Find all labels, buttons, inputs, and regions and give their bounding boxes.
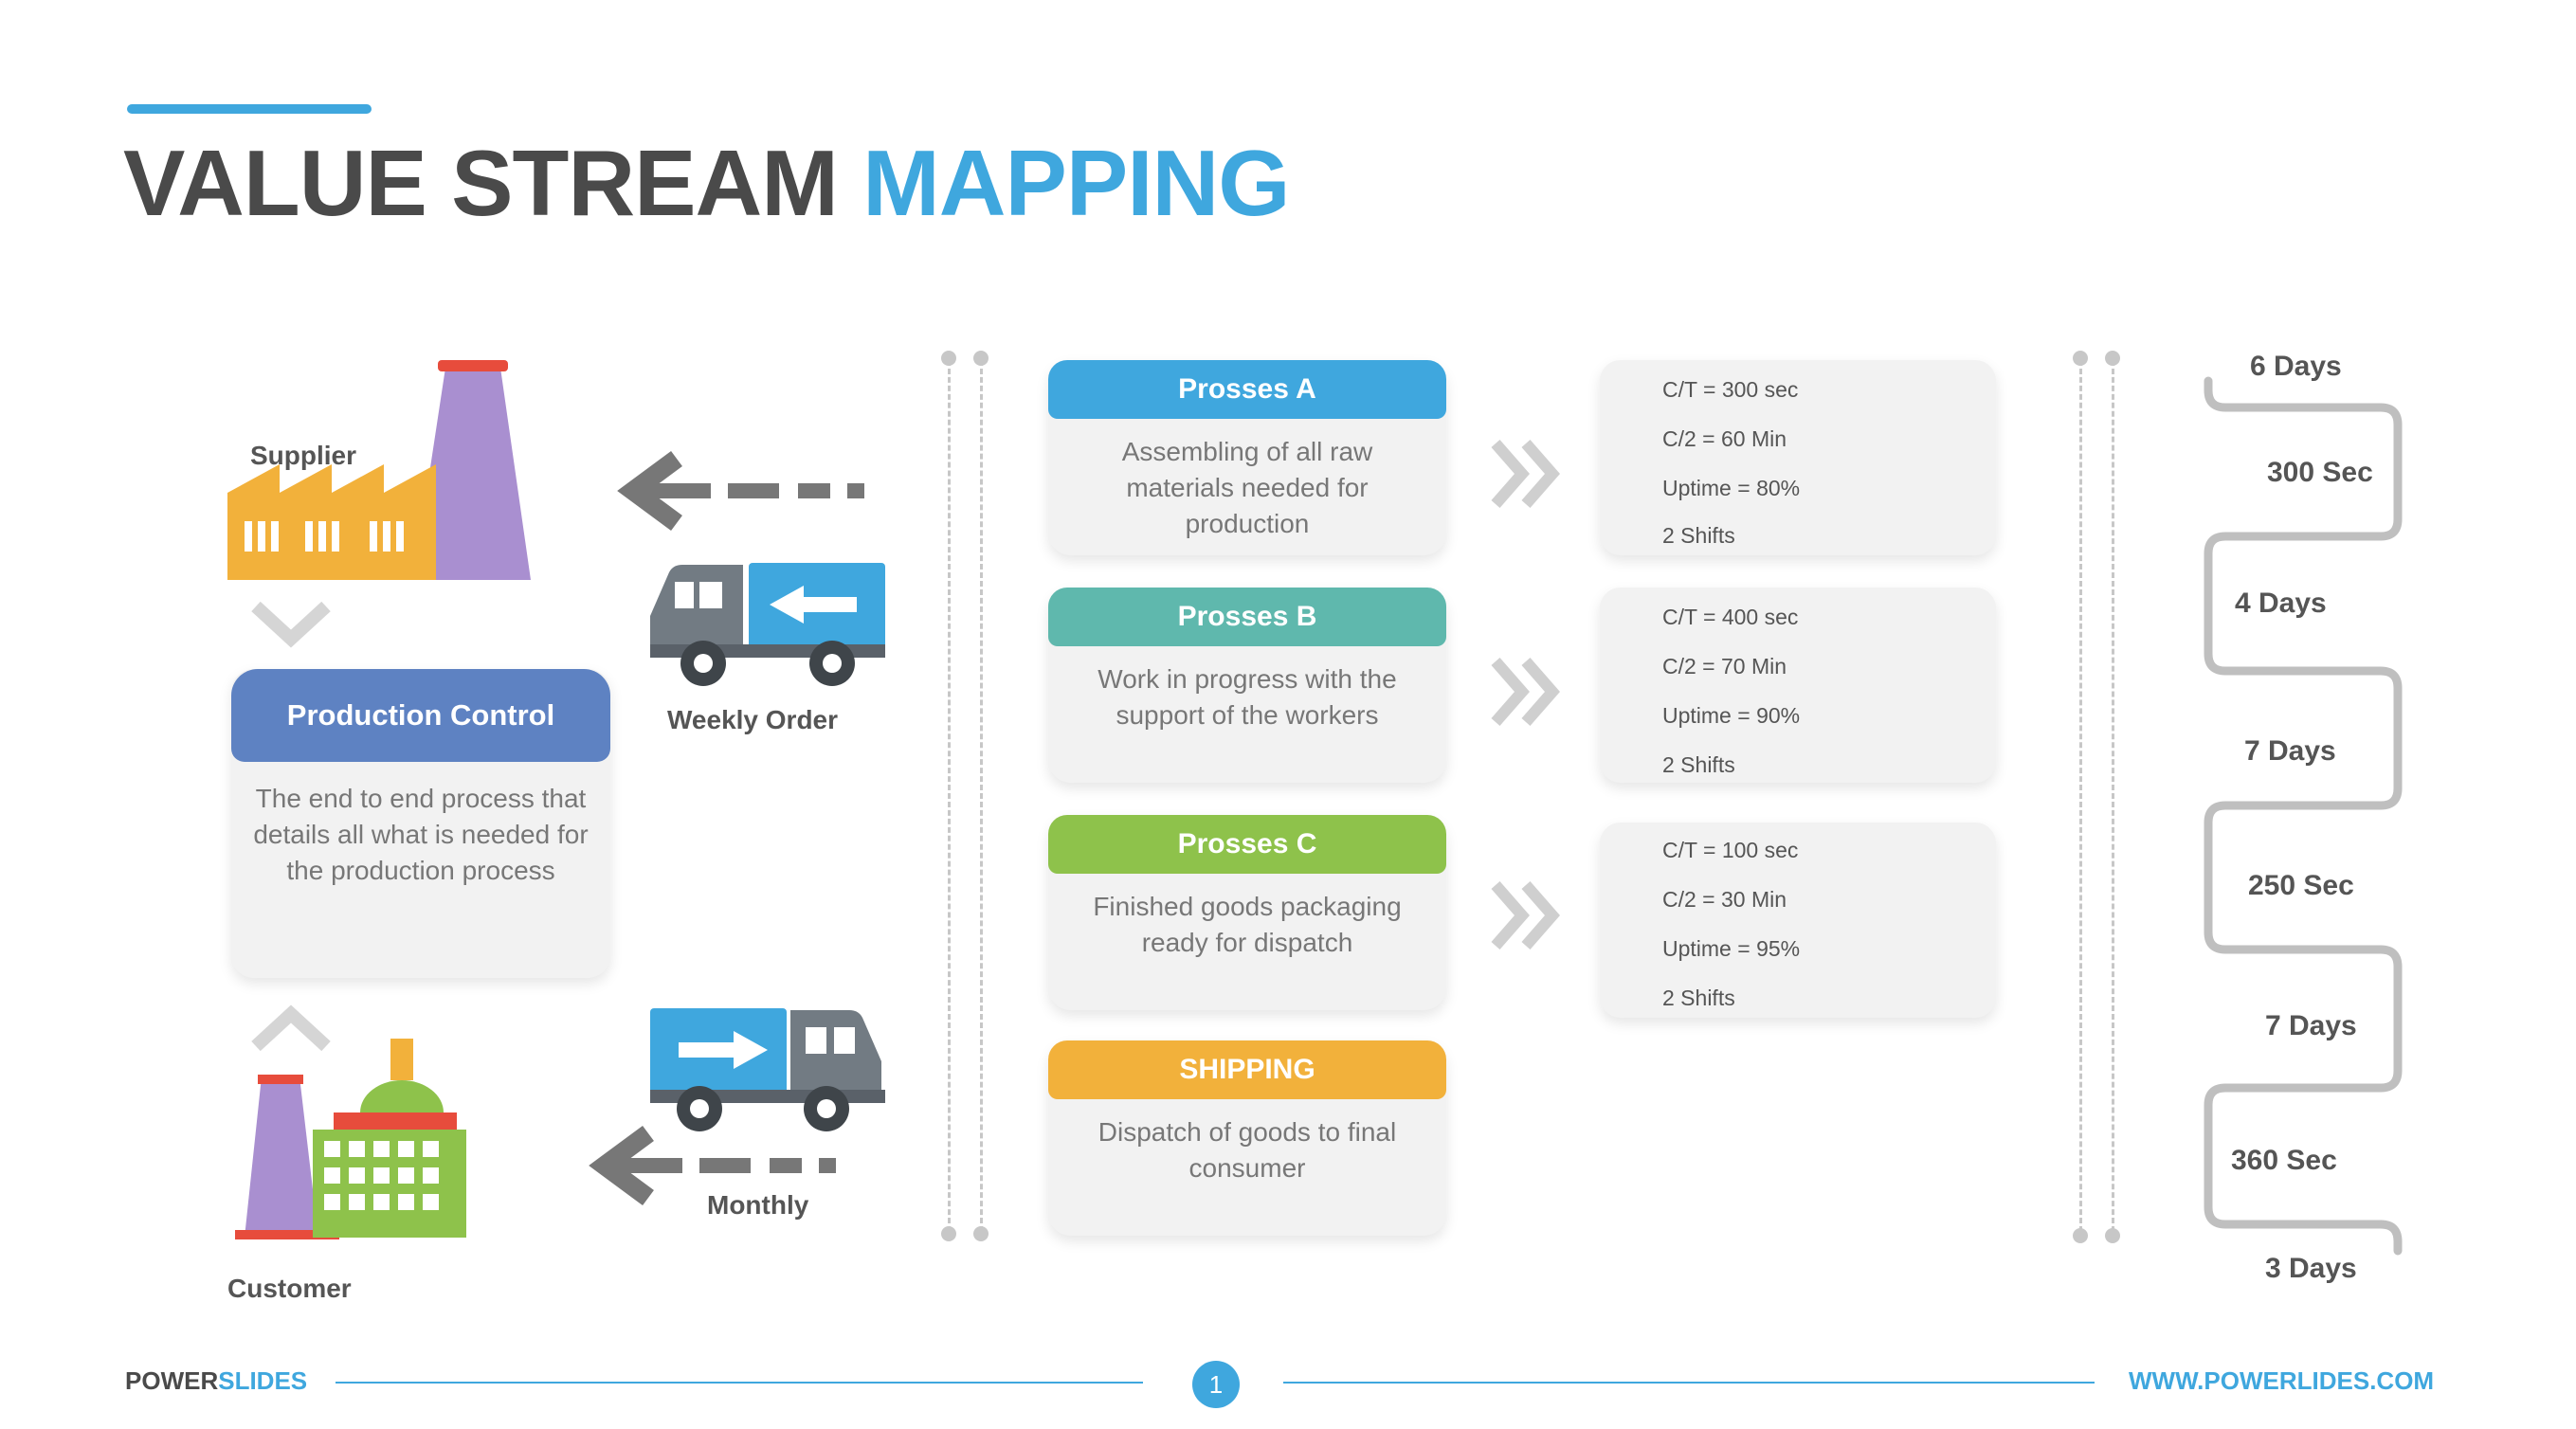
footer-url[interactable]: WWW.POWERLIDES.COM	[2129, 1366, 2435, 1395]
metrics-card: C/T = 400 sec C/2 = 70 Min Uptime = 90% …	[1600, 588, 1996, 783]
metric-cycle-time: C/T = 400 sec	[1662, 605, 1799, 629]
divider-dot	[973, 351, 989, 366]
process-card: Prosses A Assembling of all raw material…	[1048, 360, 1446, 555]
weekly-order-label: Weekly Order	[667, 705, 839, 734]
process-card: Prosses C Finished goods packaging ready…	[1048, 815, 1446, 1010]
divider-dot	[2073, 351, 2088, 366]
process-card: SHIPPING Dispatch of goods to final cons…	[1048, 1040, 1446, 1236]
delivery-truck-icon	[650, 563, 885, 686]
divider-dot	[2073, 1228, 2088, 1243]
timeline-lead-time: 3 Days	[2265, 1253, 2357, 1284]
metric-changeover: C/2 = 30 Min	[1662, 887, 1787, 912]
divider-dot	[2105, 351, 2120, 366]
customer-factory-icon	[235, 1039, 466, 1239]
process-text: Work in progress with the support of the…	[1098, 664, 1397, 730]
metric-changeover: C/2 = 70 Min	[1662, 654, 1787, 678]
page-title: VALUE STREAM MAPPING	[123, 131, 1290, 235]
divider-dot	[973, 1226, 989, 1241]
title-accent-bar	[127, 104, 372, 114]
divider-line	[2079, 360, 2082, 1232]
timeline-process-time: 360 Sec	[2231, 1145, 2337, 1176]
arrow-left-icon	[589, 1125, 836, 1206]
footer-line	[1283, 1382, 2095, 1384]
metric-shifts: 2 Shifts	[1662, 523, 1735, 548]
timeline-process-time: 300 Sec	[2267, 457, 2373, 488]
metrics-card: C/T = 300 sec C/2 = 60 Min Uptime = 80% …	[1600, 360, 1996, 555]
metric-changeover: C/2 = 60 Min	[1662, 426, 1787, 451]
page-number-badge: 1	[1192, 1361, 1240, 1408]
process-title: SHIPPING	[1048, 1040, 1446, 1099]
metric-cycle-time: C/T = 100 sec	[1662, 838, 1799, 862]
customer-label: Customer	[227, 1274, 352, 1303]
divider-line	[948, 360, 951, 1232]
production-control-text: The end to end process that details all …	[253, 784, 589, 885]
metric-shifts: 2 Shifts	[1662, 986, 1735, 1010]
timeline-lead-time: 7 Days	[2265, 1010, 2357, 1041]
double-chevron-right-icon	[1491, 440, 1560, 508]
timeline-line	[2204, 376, 2403, 1256]
divider-line	[2112, 360, 2114, 1232]
double-chevron-right-icon	[1491, 658, 1560, 726]
production-control-card: Production Control The end to end proces…	[231, 669, 610, 978]
divider-dot	[941, 351, 956, 366]
metric-shifts: 2 Shifts	[1662, 752, 1735, 777]
metric-uptime: Uptime = 80%	[1662, 476, 1801, 500]
footer-line	[336, 1382, 1143, 1384]
metric-cycle-time: C/T = 300 sec	[1662, 377, 1799, 402]
process-text: Assembling of all raw materials needed f…	[1121, 437, 1373, 538]
divider-dot	[941, 1226, 956, 1241]
timeline-lead-time: 7 Days	[2244, 735, 2336, 767]
supplier-label: Supplier	[250, 441, 357, 470]
process-title: Prosses A	[1048, 360, 1446, 419]
metric-uptime: Uptime = 95%	[1662, 936, 1801, 961]
process-card: Prosses B Work in progress with the supp…	[1048, 588, 1446, 783]
footer-brand: POWERSLIDES	[125, 1366, 308, 1395]
delivery-truck-icon	[650, 1008, 885, 1131]
chevron-down-icon	[251, 601, 331, 648]
divider-line	[980, 360, 983, 1232]
divider-dot	[2105, 1228, 2120, 1243]
production-control-title: Production Control	[231, 669, 610, 762]
process-text: Dispatch of goods to final consumer	[1098, 1117, 1397, 1183]
process-title: Prosses B	[1048, 588, 1446, 646]
timeline-lead-time: 4 Days	[2235, 588, 2327, 619]
chevron-up-icon	[251, 1004, 331, 1052]
timeline-process-time: 250 Sec	[2248, 870, 2354, 901]
arrow-left-icon	[617, 450, 864, 532]
monthly-label: Monthly	[707, 1190, 809, 1220]
metrics-card: C/T = 100 sec C/2 = 30 Min Uptime = 95% …	[1600, 823, 1996, 1018]
double-chevron-right-icon	[1491, 881, 1560, 950]
process-text: Finished goods packaging ready for dispa…	[1093, 892, 1402, 957]
process-title: Prosses C	[1048, 815, 1446, 874]
metric-uptime: Uptime = 90%	[1662, 703, 1801, 728]
timeline-lead-time: 6 Days	[2250, 351, 2342, 382]
supplier-factory-icon	[227, 360, 531, 580]
